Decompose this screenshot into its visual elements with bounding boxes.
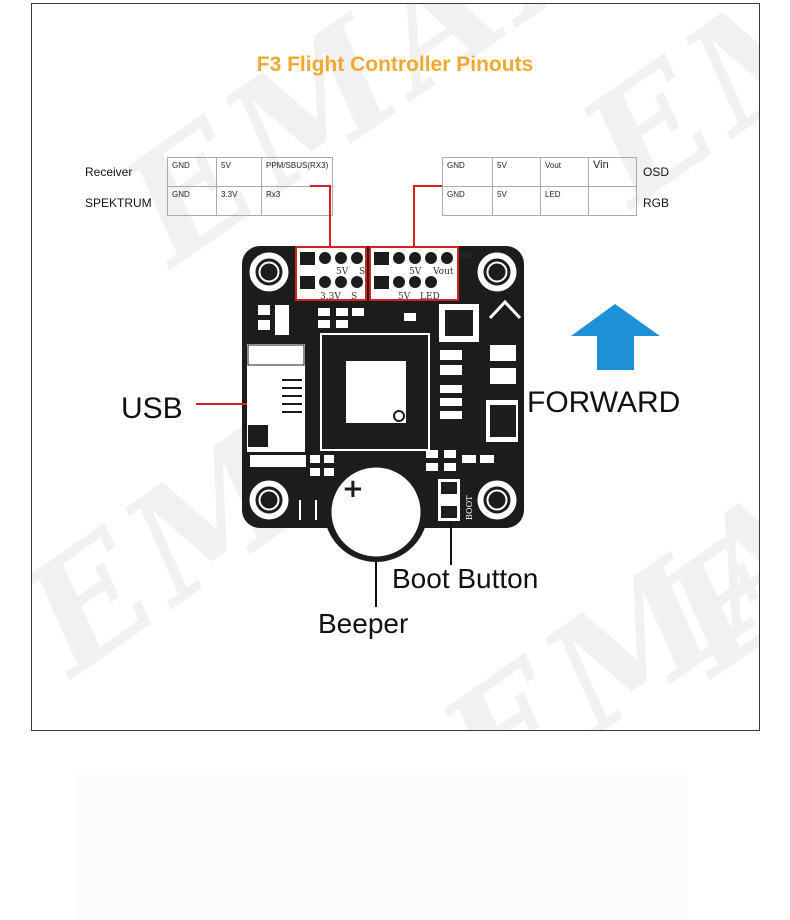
receiver-pin-table: GND 5V PPM/SBUS(RX3) GND 3.3V Rx3: [167, 157, 334, 216]
pin-cell: Rx3: [260, 186, 334, 216]
osd-connector-pads: [374, 252, 453, 289]
receiver-connector-pads: [300, 252, 363, 289]
regulator-core: [490, 405, 516, 437]
osd-leader-line: [413, 185, 442, 248]
osd-label: OSD: [643, 165, 670, 179]
boot-button-pad: [441, 506, 457, 518]
receiver-label: Receiver: [85, 165, 133, 179]
usb-port-pad: [248, 425, 268, 447]
pin-cell: 5V: [492, 157, 541, 187]
pin-cell: GND: [167, 186, 217, 216]
board-pin-label: 5V: [409, 267, 422, 277]
direction-chevron: [488, 299, 522, 320]
beeper-plus-icon: +: [342, 474, 364, 504]
board-pin-label: Vin: [458, 251, 472, 260]
pin-cell: LED: [540, 186, 589, 216]
beeper: [328, 464, 424, 560]
flight-controller-diagram: 5V S 3.3V S 5V Vout Vin 5V LED: [121, 185, 680, 639]
spektrum-label: SPEKTRUM: [85, 196, 152, 210]
board-pin-label: 5V: [336, 267, 349, 277]
pin-cell: GND: [442, 186, 493, 216]
mounting-holes: [248, 251, 518, 521]
blank-panel: [75, 775, 688, 920]
board-pin-label: 5V: [398, 292, 411, 302]
usb-port-shell: [247, 344, 305, 366]
boot-button-callout: Boot Button: [392, 563, 538, 594]
beeper-callout: Beeper: [318, 608, 408, 639]
receiver-leader-line: [310, 185, 331, 248]
board-pin-label: LED: [420, 292, 440, 302]
board-pin-label: S: [351, 292, 357, 302]
beeper-pins: [299, 500, 317, 520]
boot-silk-label: BOOT: [465, 495, 474, 520]
diagram-title: F3 Flight Controller Pinouts: [256, 53, 534, 76]
pin-cell: 3.3V: [216, 186, 262, 216]
board-pin-label: Vout: [432, 267, 454, 277]
osd-pin-table: GND 5V Vout Vin GND 5V LED: [442, 157, 637, 216]
pin-cell: PPM/SBUS(RX3): [260, 157, 334, 187]
mcu-pin1-marker: [393, 410, 405, 422]
forward-callout: FORWARD: [527, 386, 680, 419]
boot-button-pad: [441, 482, 457, 494]
board-pin-label: S: [359, 267, 365, 277]
usb-callout: USB: [121, 392, 183, 425]
forward-arrow-icon: [571, 304, 660, 370]
board-pin-label: 3.3V: [320, 292, 341, 302]
osd-chip-core: [445, 310, 473, 336]
rgb-label: RGB: [643, 196, 670, 210]
pin-cell: [588, 186, 637, 216]
usb-port-pins: [282, 379, 302, 413]
